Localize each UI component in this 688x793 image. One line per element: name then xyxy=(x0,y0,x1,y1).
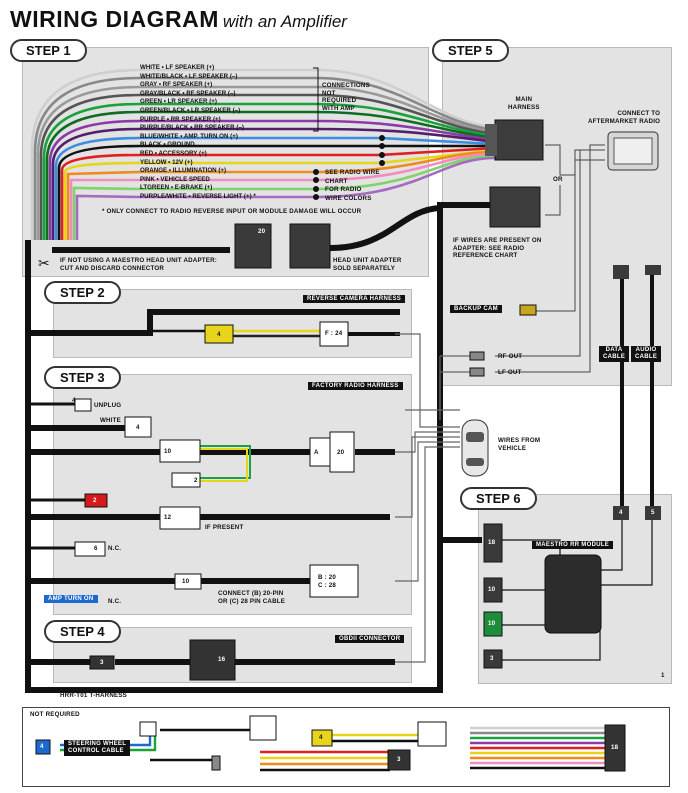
wire-label: LTGREEN • E-BRAKE (+) xyxy=(140,184,213,192)
c6-label: 6 xyxy=(94,545,98,552)
nr-c4y: 4 xyxy=(319,734,323,741)
c4a-label: 4 xyxy=(72,397,76,404)
wire-label: ORANGE • ILLUMINATION (+) xyxy=(140,167,227,175)
vehicle-shape xyxy=(461,419,489,477)
not-required-header: NOT REQUIRED xyxy=(30,711,80,718)
step5-panel xyxy=(442,47,672,386)
wire-label: GRAY • RF SPEAKER (+) xyxy=(140,81,213,89)
wire-label: RED • ACCESSORY (+) xyxy=(140,149,207,157)
step6-c5: 5 xyxy=(651,509,655,516)
wire-label: PURPLE/BLACK • RR SPEAKER (–) xyxy=(140,124,244,132)
wire-label: PURPLE • RR SPEAKER (+) xyxy=(140,115,221,123)
if-present-label: IF PRESENT xyxy=(205,524,244,531)
white-label: WHITE xyxy=(100,417,121,424)
step2-label: STEP 2 xyxy=(44,281,121,304)
step4-label: STEP 4 xyxy=(44,620,121,643)
c10b-label: 10 xyxy=(182,578,190,585)
wire-label: YELLOW • 12V (+) xyxy=(140,158,193,166)
wire-label: PURPLE/WHITE • REVERSE LIGHT (+) * xyxy=(140,192,256,200)
obdii-header: OBDII CONNECTOR xyxy=(335,635,405,643)
wire-label: GREEN • LR SPEAKER (+) xyxy=(140,98,217,106)
wire-label: BLACK • GROUND xyxy=(140,141,195,149)
step6-c10a: 10 xyxy=(488,586,496,593)
cA-label: A xyxy=(314,449,319,456)
step1-footnote: * ONLY CONNECT TO RADIO REVERSE INPUT OR… xyxy=(102,208,362,215)
step4-c3: 3 xyxy=(100,659,104,666)
wire-label: GREEN/BLACK • LR SPEAKER (–) xyxy=(140,106,241,114)
amp-nc-label: N.C. xyxy=(108,598,122,605)
c10a-label: 10 xyxy=(164,448,172,455)
wire-label: GRAY/BLACK • RF SPEAKER (–) xyxy=(140,89,236,97)
maestro-module-label: MAESTRO RR MODULE xyxy=(532,541,614,549)
cut-note: IF NOT USING A MAESTRO HEAD UNIT ADAPTER… xyxy=(60,257,218,272)
backup-cam-label: BACKUP CAM xyxy=(450,305,502,313)
rf-out-label: RF OUT xyxy=(498,353,523,360)
reverse-camera-header: REVERSE CAMERA HARNESS xyxy=(303,295,406,303)
c2-label: 2 xyxy=(194,477,198,484)
nr-c3: 3 xyxy=(397,756,401,763)
step2-conn-f24: F : 24 xyxy=(325,330,343,337)
lf-out-label: LF OUT xyxy=(498,369,522,376)
connector-shapes xyxy=(35,119,661,772)
step6-c18: 18 xyxy=(488,539,496,546)
wire-label: WHITE • LF SPEAKER (+) xyxy=(140,64,215,71)
nc-label: N.C. xyxy=(108,545,122,552)
c20-label: 20 xyxy=(337,449,345,456)
step2-conn-4: 4 xyxy=(217,331,221,338)
page-number: 1 xyxy=(661,672,665,679)
wire-label: BLUE/WHITE • AMP. TURN ON (+) xyxy=(140,132,238,140)
t-harness-label: HRR-T01 T-HARNESS xyxy=(60,692,127,699)
title-sub: with an Amplifier xyxy=(222,12,347,31)
c12-label: 12 xyxy=(164,514,172,521)
nr-c18: 18 xyxy=(611,744,619,751)
title-main: WIRING DIAGRAM xyxy=(10,6,219,32)
step6-panel xyxy=(478,494,672,684)
step4-c16: 16 xyxy=(218,656,226,663)
svg-text:✂: ✂ xyxy=(38,256,50,272)
connector-20-label: 20 xyxy=(258,228,266,235)
cred2-label: 2 xyxy=(93,497,97,504)
step6-c10b: 10 xyxy=(488,620,496,627)
step1-wire-labels: WHITE • LF SPEAKER (+) WHITE/BLACK • LF … xyxy=(140,64,256,202)
factory-radio-header: FACTORY RADIO HARNESS xyxy=(308,382,403,390)
nr-c4: 4 xyxy=(40,743,44,750)
wire-label: WHITE/BLACK • LF SPEAKER (–) xyxy=(140,72,238,80)
step6-c3: 3 xyxy=(490,655,494,662)
step6-c4: 4 xyxy=(619,509,623,516)
wire-label: PINK • VEHICLE SPEED xyxy=(140,175,210,183)
step1-wire-bundle xyxy=(30,68,380,240)
or-label: OR xyxy=(553,176,563,183)
unplug-label: UNPLUG xyxy=(94,402,122,409)
step5-label: STEP 5 xyxy=(432,39,509,62)
amp-turn-on-label: AMP TURN ON xyxy=(44,595,98,603)
c4b-label: 4 xyxy=(136,424,140,431)
step1-label: STEP 1 xyxy=(10,39,87,62)
step6-label: STEP 6 xyxy=(460,487,537,510)
step3-label: STEP 3 xyxy=(44,366,121,389)
